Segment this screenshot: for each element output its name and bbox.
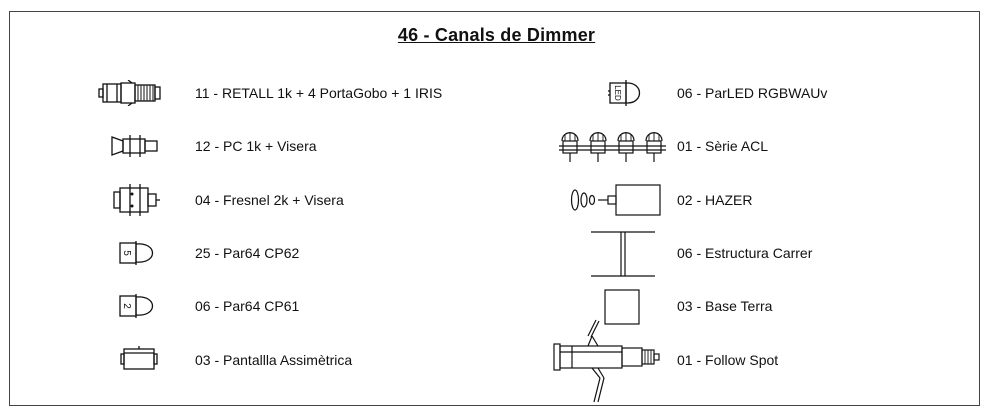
profile-spot-icon	[98, 80, 162, 106]
acl-series-icon	[558, 129, 668, 165]
legend-frame	[9, 11, 980, 406]
legend-label-floor-base: 03 - Base Terra	[677, 298, 773, 314]
legend-label-hazer: 02 - HAZER	[677, 192, 753, 208]
legend-title: 46 - Canals de Dimmer	[397, 25, 596, 45]
hazer-icon	[570, 183, 664, 217]
par64-cp61-icon: 2	[118, 293, 160, 319]
legend-label-par64-cp62: 25 - Par64 CP62	[195, 245, 300, 261]
asymmetric-floodlight-icon	[120, 345, 160, 373]
legend-label-par64-cp61: 06 - Par64 CP61	[195, 298, 300, 314]
parled-icon: LED	[606, 78, 646, 108]
legend-label-follow-spot: 01 - Follow Spot	[677, 352, 779, 368]
legend-label-profile-spot: 11 - RETALL 1k + 4 PortaGobo + 1 IRIS	[195, 85, 443, 101]
legend-label-fresnel: 04 - Fresnel 2k + Visera	[195, 192, 344, 208]
floor-base-icon	[604, 289, 640, 325]
legend-label-street-truss: 06 - Estructura Carrer	[677, 245, 813, 261]
fresnel-spotlight-icon	[112, 182, 162, 218]
par64-cp61-badge: 2	[121, 303, 132, 309]
par64-cp62-icon: 5	[118, 240, 160, 266]
legend-label-asymmetric-flood: 03 - Pantallla Assimètrica	[195, 352, 353, 368]
legend-label-pc: 12 - PC 1k + Visera	[195, 138, 317, 154]
parled-badge: LED	[613, 85, 622, 101]
pc-spotlight-icon	[110, 133, 160, 159]
legend-label-acl-series: 01 - Sèrie ACL	[677, 138, 769, 154]
par64-cp62-badge: 5	[121, 250, 132, 256]
follow-spot-icon	[552, 318, 662, 404]
legend-label-parled: 06 - ParLED RGBWAUv	[677, 85, 828, 101]
street-truss-icon	[588, 228, 658, 280]
